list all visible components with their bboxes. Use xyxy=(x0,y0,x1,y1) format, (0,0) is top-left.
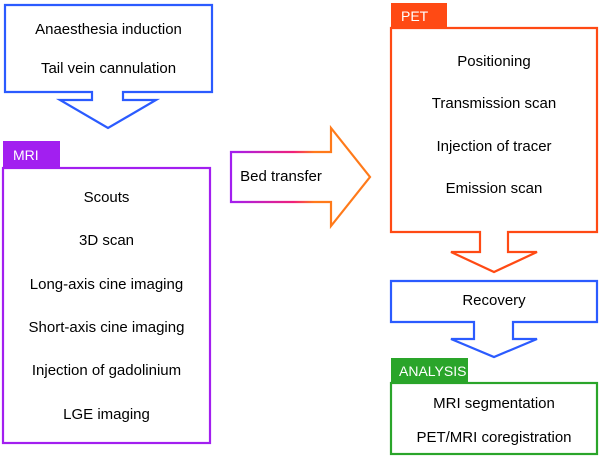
step-text: Positioning xyxy=(457,52,531,70)
mri-label: MRI xyxy=(13,147,39,163)
step-text: Injection of tracer xyxy=(436,137,552,155)
step-text: PET/MRI coregistration xyxy=(416,428,572,446)
analysis-label-tab: ANALYSIS xyxy=(391,358,468,384)
analysis-steps: MRI segmentation PET/MRI coregistration xyxy=(391,386,597,454)
recovery-label: Recovery xyxy=(462,292,526,309)
preparation-callout xyxy=(3,3,214,130)
bed-transfer-arrow xyxy=(229,124,372,230)
preparation-steps: Anaesthesia induction Tail vein cannulat… xyxy=(5,10,212,88)
analysis-label: ANALYSIS xyxy=(399,363,467,379)
step-text: 3D scan xyxy=(78,232,135,250)
pet-label: PET xyxy=(401,8,429,24)
step-text: MRI segmentation xyxy=(433,394,555,412)
pet-callout xyxy=(389,26,599,274)
bed-transfer-label: Bed transfer xyxy=(240,168,322,185)
step-text: Transmission scan xyxy=(431,95,557,113)
mri-steps: Scouts 3D scan Long-axis cine imaging Sh… xyxy=(3,176,210,436)
mri-box xyxy=(1,166,212,445)
recovery-callout xyxy=(389,279,599,359)
mri-label-tab: MRI xyxy=(3,141,60,169)
analysis-box xyxy=(389,381,599,456)
pet-steps: Positioning Transmission scan Injection … xyxy=(391,40,597,210)
step-text: LGE imaging xyxy=(63,405,150,423)
pet-label-tab: PET xyxy=(391,3,447,29)
step-text: Injection of gadolinium xyxy=(31,362,182,380)
step-text: Long-axis cine imaging xyxy=(29,275,184,293)
step-text: Short-axis cine imaging xyxy=(28,319,185,337)
step-text: Tail vein cannulation xyxy=(40,60,177,77)
step-text: Scouts xyxy=(83,189,130,207)
step-text: Anaesthesia induction xyxy=(35,21,182,38)
step-text: Emission scan xyxy=(445,180,543,198)
